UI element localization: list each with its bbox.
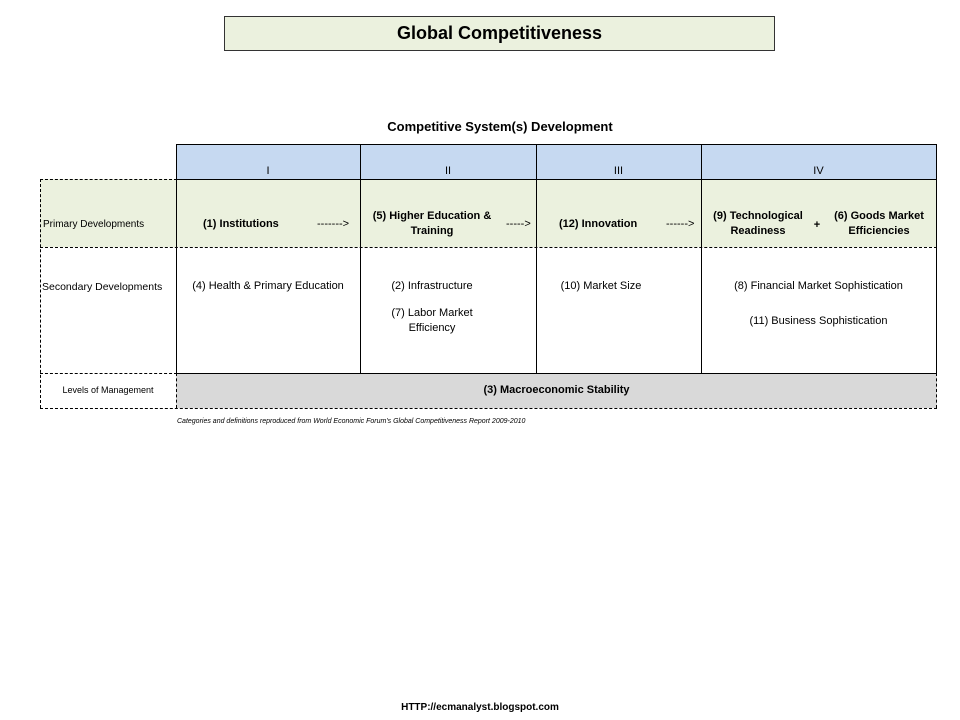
arrow: -------> [317,218,350,230]
dashed-line [40,373,177,374]
arrow: -----> [506,218,531,230]
grid-line [176,373,937,374]
row-label-secondary: Secondary Developments [42,281,163,293]
secondary-labor-market: (7) Labor Market Efficiency [360,306,504,336]
diagram-subtitle: Competitive System(s) Development [387,119,613,134]
factor-label: Technological [729,210,803,222]
factor-number: (9) [713,210,727,222]
page-title: Global Competitiveness [224,16,775,51]
factor-label: Goods Market [850,210,924,222]
row-label-levels: Levels of Management [62,385,154,395]
secondary-financial-market: (8) Financial Market Sophistication [734,280,903,292]
primary-row-bg [40,179,937,247]
dashed-line [40,247,937,248]
row-label-primary: Primary Developments [43,219,145,230]
plus-sign: + [813,219,821,231]
arrow: ------> [666,218,695,230]
factor-label: Innovation [581,218,638,230]
factor-label: Macroeconomic Stability [499,384,630,396]
factor-label: Institutions [219,218,279,230]
factor-number: (12) [559,218,579,230]
grid-line [701,144,702,373]
secondary-infrastructure: (2) Infrastructure [391,280,473,292]
factor-line2: Efficiencies [848,225,910,237]
primary-innovation: (12) Innovation [559,217,637,232]
grid-line [936,144,937,373]
primary-goods-market: (6) Goods Market Efficiencies [826,209,932,239]
blog-url: HTTP://ecmanalyst.blogspot.com [401,702,559,713]
secondary-business-sophistication: (11) Business Sophistication [749,315,888,327]
factor-line2: Readiness [730,225,786,237]
factor-number: (3) [483,384,497,396]
factor-line1: (6) Goods Market [826,209,932,224]
macro-row-bg [176,373,937,408]
macroeconomic-stability: (3) Macroeconomic Stability [176,383,937,398]
factor-line1: (9) Technological [705,209,811,224]
grid-line [176,179,937,180]
column-header-row [176,144,937,179]
column-header-4: IV [813,165,824,177]
grid-line [176,144,177,373]
dashed-line [40,179,41,408]
factor-line2: Training [410,225,454,237]
dashed-line [40,179,177,180]
primary-higher-education: (5) Higher Education & Training [362,209,502,239]
factor-line1: (7) Labor Market [391,307,473,319]
column-header-1: I [266,165,270,177]
primary-technological-readiness: (9) Technological Readiness [705,209,811,239]
factor-number: (5) [372,210,387,222]
dashed-line [40,408,937,409]
dashed-line [176,373,177,408]
factor-label: Higher Education & [389,210,492,222]
factor-number: (6) [834,210,848,222]
column-header-2: II [444,165,452,177]
dashed-line [936,373,937,408]
column-header-3: III [613,165,624,177]
primary-institutions: (1) Institutions [203,217,279,232]
grid-line [176,144,937,145]
source-footnote: Categories and definitions reproduced fr… [177,418,526,425]
factor-line1: (5) Higher Education & [362,209,502,224]
secondary-market-size: (10) Market Size [560,280,642,292]
factor-line2: Efficiency [408,322,456,334]
grid-line [536,144,537,373]
secondary-health-education: (4) Health & Primary Education [192,280,344,292]
factor-number: (1) [203,218,217,230]
grid-line [360,144,361,373]
